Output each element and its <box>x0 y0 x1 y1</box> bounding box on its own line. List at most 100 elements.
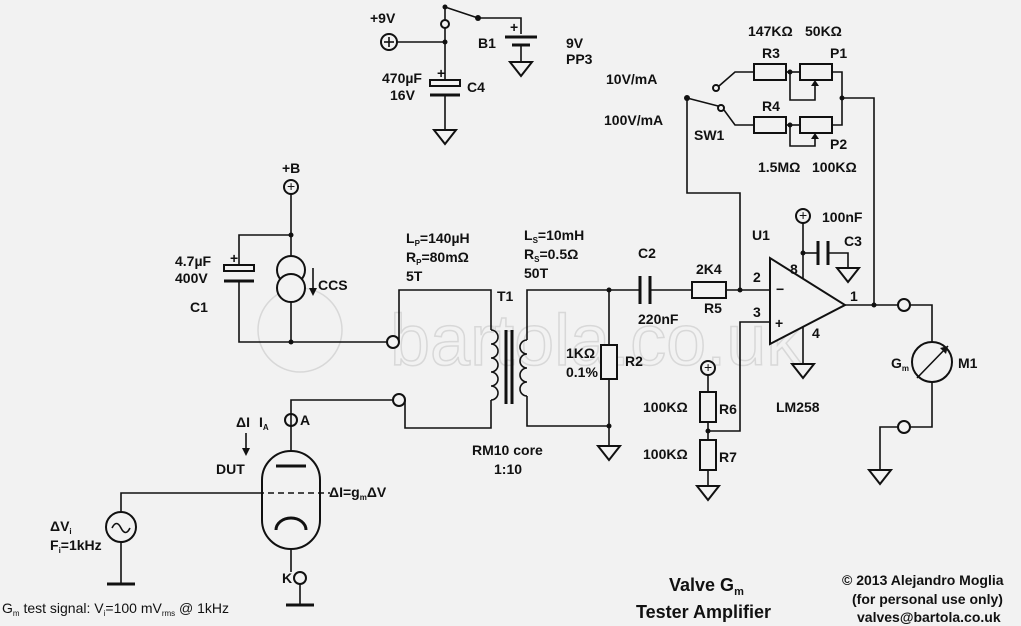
r2-value1: 1KΩ <box>566 345 595 361</box>
wire-p2-wiper <box>789 125 816 147</box>
p2-value: 100KΩ <box>812 159 857 175</box>
p1-value: 50KΩ <box>805 23 842 39</box>
r6-value: 100KΩ <box>643 399 688 415</box>
output-terminal <box>897 298 911 312</box>
meter-needle-arrow <box>940 346 948 354</box>
meter-label: M1 <box>958 355 978 371</box>
r7-ground <box>694 485 722 502</box>
wire-feedback-return <box>842 97 875 305</box>
power-section: +9V + B1 9V PP3 + 470µF 16V C4 <box>370 4 593 146</box>
battery-ground <box>507 61 535 78</box>
opamp-minus: − <box>776 281 784 297</box>
wire-p2-out <box>832 98 843 126</box>
r4-body <box>753 116 787 134</box>
power-switch-contact-a <box>440 19 450 29</box>
c4-ground <box>431 129 459 146</box>
p2-wiper-arrow <box>811 133 819 139</box>
dut-equation: ΔI=gmΔV <box>329 484 387 502</box>
r5-label: R5 <box>704 300 722 316</box>
ccs-label: CCS <box>318 277 348 293</box>
r4-value: 1.5MΩ <box>758 159 800 175</box>
p1-label: P1 <box>830 45 847 61</box>
rp-label: RP=80mΩ <box>406 249 469 267</box>
sine-wave-icon <box>111 522 131 534</box>
wire-grid-source <box>120 492 258 512</box>
ratio-label: 1:10 <box>494 461 522 477</box>
plus-b-sign: + <box>287 178 295 194</box>
primary-turns: 5T <box>406 268 423 284</box>
dut-cathode <box>274 516 308 531</box>
title-line1: Valve Gm <box>669 575 744 598</box>
delta-i-arrow-head <box>242 448 250 456</box>
p1-body <box>799 63 833 81</box>
r2-body <box>600 344 618 380</box>
b1-value1: 9V <box>566 35 584 51</box>
anode-label: A <box>300 412 310 428</box>
wire-c1-top <box>238 234 291 265</box>
ccs-section: + +B + CCS 4.7µF 400V C1 <box>175 160 393 345</box>
range1-label: 10V/mA <box>606 71 657 87</box>
wire-to-battery <box>478 17 522 34</box>
delta-i-label: ΔI <box>236 414 250 430</box>
r2-value2: 0.1% <box>566 364 598 380</box>
power-switch-blade <box>444 6 479 19</box>
r2-label: R2 <box>625 353 643 369</box>
c3-label: C3 <box>844 233 862 249</box>
sw1-label: SW1 <box>694 127 725 143</box>
c1-plus-sign: + <box>230 250 238 266</box>
f-label: Fi=1kHz <box>50 537 102 555</box>
opamp-section: − + 2 3 1 8 4 U1 LM258 + 100nF C3 <box>752 207 911 415</box>
c1-value1: 4.7µF <box>175 253 212 269</box>
r3-body <box>753 63 787 81</box>
lp-label: LP=140µH <box>406 230 470 248</box>
wire-non-inverting <box>708 321 776 432</box>
copyright-line1: © 2013 Alejandro Moglia <box>842 572 1004 588</box>
meter-terminal-bottom <box>897 420 911 434</box>
ls-label: LS=10mH <box>524 227 584 245</box>
ccs-arrow-head <box>309 288 317 296</box>
r5-value: 2K4 <box>696 261 722 277</box>
meter-gm-label: Gm <box>891 355 909 373</box>
bias-divider-section: + 100KΩ R6 100KΩ R7 <box>643 321 776 502</box>
wire-anode-primary <box>290 399 393 426</box>
battery-plus-sign: + <box>510 19 518 35</box>
c4-plus-sign: + <box>437 65 445 81</box>
rs-label: RS=0.5Ω <box>524 246 578 264</box>
range2-label: 100V/mA <box>604 112 663 128</box>
r4-label: R4 <box>762 98 780 114</box>
wire-c3-gnd <box>828 252 849 268</box>
title-line2: Tester Amplifier <box>636 602 771 622</box>
c2-label: C2 <box>638 245 656 261</box>
cathode-label: K <box>282 570 292 586</box>
c1-plate-pos <box>223 264 255 272</box>
wire-meter-top <box>910 304 933 342</box>
opamp-vcc-sign: + <box>799 207 807 223</box>
wire-c1-bottom <box>238 281 393 343</box>
r5-body <box>691 281 727 299</box>
sw1-blade <box>686 97 719 107</box>
sw1-contact-top <box>712 84 720 92</box>
meter-section: M1 Gm <box>866 304 978 486</box>
opamp-pin-minus: 2 <box>753 269 761 285</box>
opamp-label: U1 <box>752 227 770 243</box>
c3-value: 100nF <box>822 209 863 225</box>
c4-value1: 470µF <box>382 70 422 86</box>
b1-value2: PP3 <box>566 51 593 67</box>
ia-label: IA <box>259 414 269 432</box>
wire-sw1-r4 <box>723 109 754 126</box>
footer-section: Gm test signal: Vi=100 mVrms @ 1kHz Valv… <box>2 572 1004 625</box>
watermark: bartola.co.uk <box>390 301 803 381</box>
plus-b-label: +B <box>282 160 300 176</box>
t1-label: T1 <box>497 288 514 304</box>
r3-label: R3 <box>762 45 780 61</box>
c4-label: C4 <box>467 79 485 95</box>
junction-r2-bottom <box>606 423 612 429</box>
dut-label: DUT <box>216 461 245 477</box>
core-label: RM10 core <box>472 442 543 458</box>
c1-label: C1 <box>190 299 208 315</box>
r2-ground <box>595 445 623 462</box>
feedback-section: 147KΩ 50KΩ R3 P1 R4 P2 1.5MΩ 100KΩ SW1 1… <box>604 23 875 305</box>
dut-section: A K DUT ΔI IA ΔI=gmΔV <box>120 399 393 607</box>
